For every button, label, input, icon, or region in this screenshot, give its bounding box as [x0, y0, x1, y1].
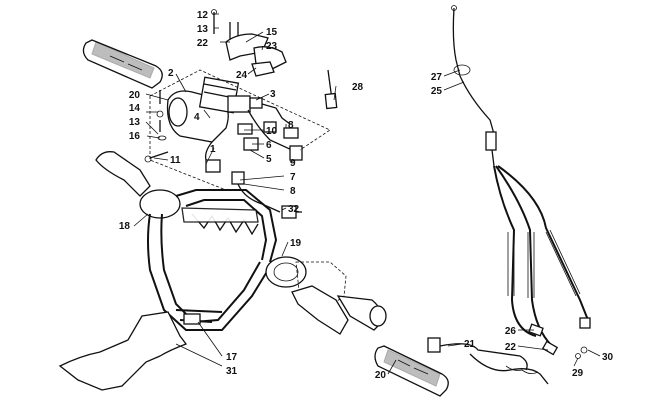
callout-5: 5 — [266, 154, 272, 165]
callout-8-bottom: 8 — [290, 186, 296, 197]
callout-12: 12 — [197, 10, 209, 21]
callout-15: 15 — [266, 27, 278, 38]
left-grip-top — [82, 39, 163, 89]
callout-31: 31 — [226, 366, 238, 377]
clip-part — [324, 69, 338, 110]
callout-22-right: 22 — [505, 342, 517, 353]
callout-2: 2 — [168, 68, 174, 79]
callout-30: 30 — [602, 352, 614, 363]
callout-32: 32 — [288, 204, 300, 215]
leader-lines — [133, 13, 601, 375]
bar-pad — [58, 311, 188, 391]
callout-29: 29 — [572, 368, 584, 379]
callout-8-top: 8 — [288, 120, 294, 131]
callout-18: 18 — [119, 221, 131, 232]
right-grip-bottom — [374, 345, 449, 397]
callout-11: 11 — [170, 155, 181, 166]
callout-24: 24 — [236, 70, 248, 81]
lever-bracket — [211, 9, 287, 77]
callout-16: 16 — [129, 131, 141, 142]
callout-10: 10 — [266, 126, 278, 137]
callout-19: 19 — [290, 238, 302, 249]
throttle-housing — [166, 76, 303, 219]
callout-27: 27 — [431, 72, 443, 83]
callout-20-bottom: 20 — [375, 370, 387, 381]
callout-25: 25 — [431, 86, 443, 97]
left-screws — [144, 90, 169, 163]
callout-13-left: 13 — [129, 117, 141, 128]
callout-3: 3 — [270, 89, 276, 100]
callout-23: 23 — [266, 41, 278, 52]
callout-9: 9 — [290, 158, 296, 169]
callout-14: 14 — [129, 103, 141, 114]
callout-7: 7 — [290, 172, 296, 183]
callout-20-top: 20 — [129, 90, 141, 101]
callout-21: 21 — [464, 339, 476, 350]
assembly-outline — [149, 69, 331, 191]
callout-28: 28 — [352, 82, 364, 93]
callout-17: 17 — [226, 352, 238, 363]
coil-wire — [427, 337, 549, 385]
brake-housing — [291, 261, 387, 335]
cables — [451, 5, 591, 359]
callout-1: 1 — [210, 144, 216, 155]
callout-4: 4 — [194, 112, 200, 123]
callout-6: 6 — [266, 140, 272, 151]
callout-22: 22 — [197, 38, 209, 49]
handlebar — [95, 151, 307, 331]
callout-labels: 12 13 22 15 23 24 2 28 3 20 14 13 16 11 … — [119, 10, 614, 381]
callout-26: 26 — [505, 326, 517, 337]
callout-13-top: 13 — [197, 24, 209, 35]
